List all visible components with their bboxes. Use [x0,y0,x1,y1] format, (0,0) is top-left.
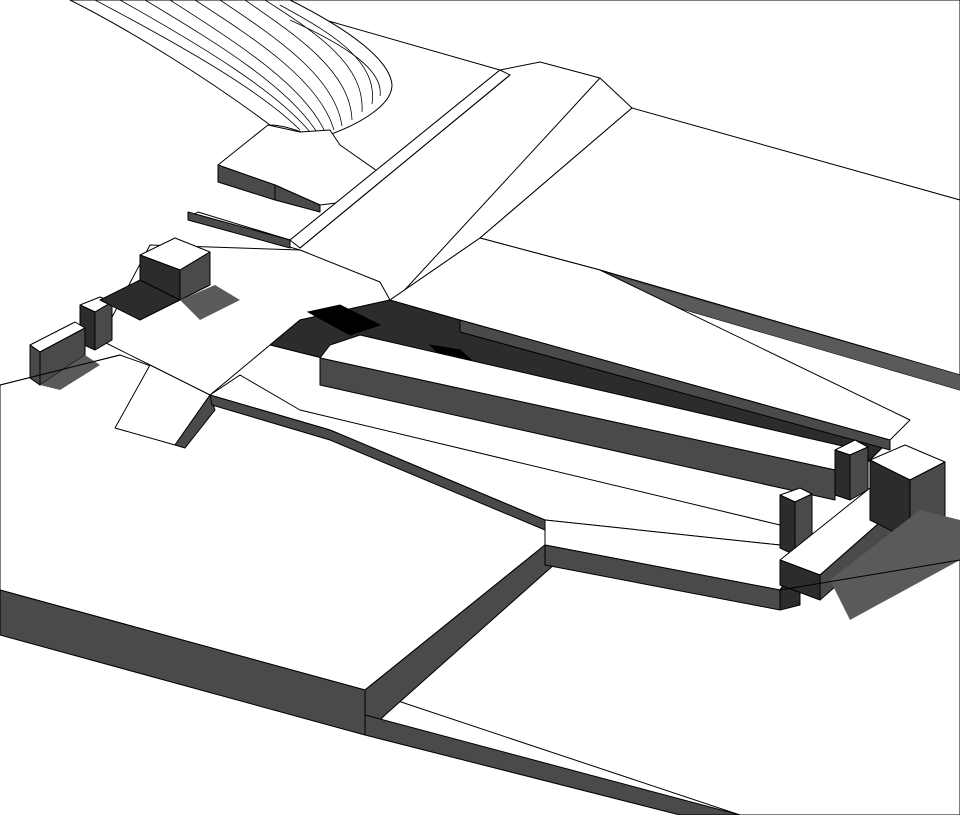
bridge-deck [187,61,633,301]
station-block-left [29,237,211,386]
station-block-right [779,439,960,620]
lower-platform-end [544,519,801,611]
ground-seam-lines [0,354,960,591]
ground-plane-lower-right [364,544,960,815]
ground-plane-left-block [0,354,546,736]
upper-platform [217,124,391,213]
platform-strip-upper [389,237,911,451]
